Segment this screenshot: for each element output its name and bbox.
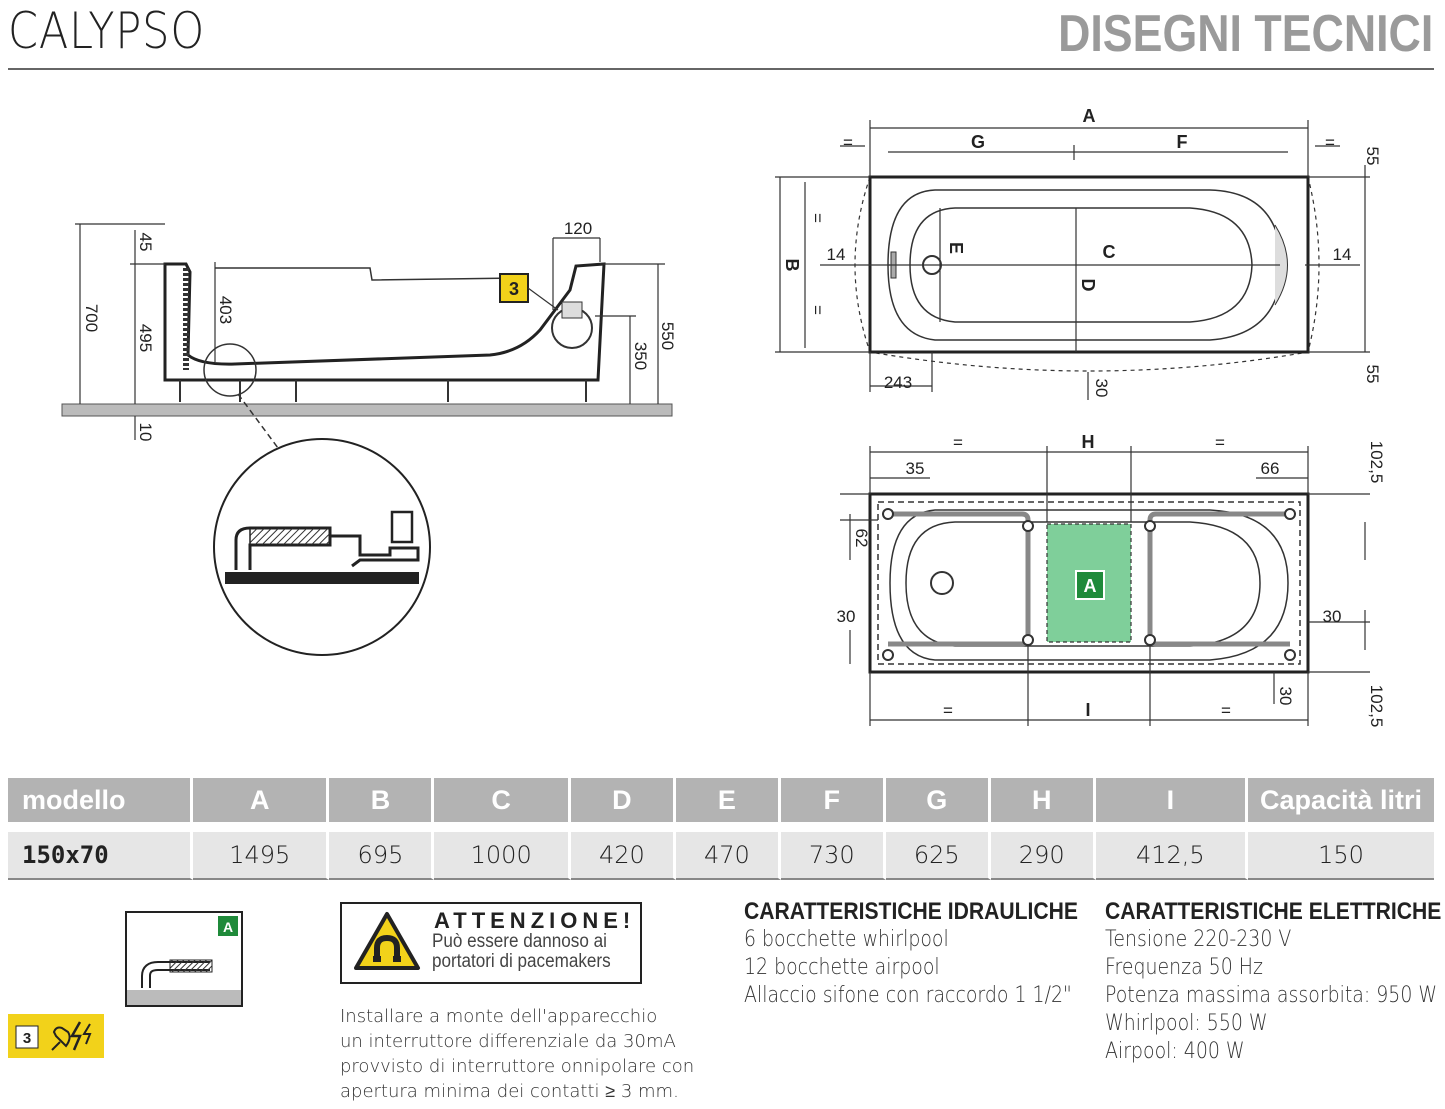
warning-title: ATTENZIONE!: [434, 908, 636, 933]
electric-line: Tensione 220-230 V: [1105, 927, 1292, 952]
warning-text-line1: Può essere dannoso ai: [432, 931, 607, 952]
side-view-drawing: 700 45 495 403 120 550 350 10 3: [61, 219, 677, 656]
col-header-G: G: [885, 778, 991, 822]
dim-B: B: [782, 259, 802, 272]
table-header-row: modello A B C D E F G H I Capacità litri: [8, 778, 1434, 822]
dim-550: 550: [658, 322, 677, 350]
col-header-I: I: [1095, 778, 1248, 822]
legend-badge-a: [218, 916, 238, 936]
cell-model: 150x70: [8, 822, 193, 880]
col-header-capacity: Capacità litri: [1248, 778, 1434, 822]
dim-102-top: 102,5: [1367, 441, 1386, 484]
col-header-B: B: [329, 778, 435, 822]
col-header-E: E: [675, 778, 781, 822]
dim-H: H: [1082, 432, 1095, 452]
cell-C: 1000: [434, 822, 571, 880]
dim-55-bottom: 55: [1363, 365, 1382, 384]
legend-badge-a-label: A: [223, 919, 233, 935]
magnet-warning-icon: [354, 912, 420, 970]
col-header-A: A: [193, 778, 330, 822]
warning-text-line2: portatori di pacemakers: [432, 951, 611, 972]
electric-line: Airpool: 400 W: [1105, 1039, 1245, 1064]
warning-box: [340, 902, 642, 984]
dim-66: 66: [1261, 459, 1280, 478]
dim-30-right: 30: [1323, 607, 1342, 626]
col-header-modello: modello: [8, 778, 193, 822]
col-header-C: C: [434, 778, 571, 822]
dim-equal-frame-bl: =: [943, 701, 953, 720]
electrical-badge: [499, 273, 529, 303]
support-badge: [1075, 570, 1105, 600]
legend-badge-3-label: 3: [23, 1030, 31, 1047]
cell-A: 1495: [193, 822, 330, 880]
hydraulic-line: 12 bocchette airpool: [744, 955, 940, 980]
col-header-F: F: [780, 778, 886, 822]
plug-lightning-icon: [51, 1021, 92, 1051]
dim-equal-frame-br: =: [1221, 701, 1231, 720]
dim-I: I: [1085, 700, 1090, 720]
cell-D: 420: [570, 822, 676, 880]
dim-55-top: 55: [1363, 147, 1382, 166]
dim-F: F: [1177, 132, 1188, 152]
cell-G: 625: [885, 822, 991, 880]
hydraulic-title: CARATTERISTICHE IDRAULICHE: [744, 898, 1079, 925]
dim-45: 45: [136, 233, 155, 252]
electrical-badge-label: 3: [509, 279, 519, 299]
dim-495: 495: [136, 324, 155, 352]
dim-35: 35: [906, 459, 925, 478]
dim-equal-frame-right: =: [1215, 433, 1225, 452]
col-header-H: H: [990, 778, 1096, 822]
dim-14-right: 14: [1333, 245, 1352, 264]
cell-B: 695: [329, 822, 435, 880]
dim-243: 243: [884, 373, 912, 392]
hydraulic-line: 6 bocchette whirlpool: [744, 927, 949, 952]
legend-icons: A 3: [8, 911, 243, 1058]
dim-350: 350: [631, 342, 650, 370]
dim-700: 700: [82, 304, 101, 332]
dim-equal-frame-left: =: [953, 433, 963, 452]
dim-equal-left: =: [843, 133, 853, 152]
dim-A: A: [1083, 106, 1096, 126]
dim-D: D: [1078, 279, 1098, 292]
dim-14-left: 14: [827, 245, 846, 264]
install-note-line4: apertura minima dei contatti ≥ 3 mm.: [340, 1081, 679, 1102]
install-note-line1: Installare a monte dell'apparecchio: [340, 1006, 658, 1027]
dim-62: 62: [852, 529, 871, 548]
brand-name: CALYPSO: [8, 2, 206, 60]
spec-table: modello A B C D E F G H I Capacità litri…: [8, 778, 1434, 880]
top-view-drawing: A G F = = B = = C D E 14 14 55 55 243 30…: [775, 106, 1386, 728]
dim-equal-bottom: =: [808, 305, 827, 315]
install-note-line2: un interruttore differenziale da 30mA: [340, 1031, 676, 1052]
dim-30-left: 30: [837, 607, 856, 626]
col-header-D: D: [570, 778, 676, 822]
dim-10: 10: [136, 423, 155, 442]
dim-120: 120: [564, 219, 592, 238]
dim-equal-top: =: [808, 213, 827, 223]
dim-G: G: [971, 132, 985, 152]
cell-E: 470: [675, 822, 781, 880]
dim-102-bottom: 102,5: [1367, 685, 1386, 728]
page-title: DISEGNI TECNICI: [1057, 5, 1433, 63]
electric-line: Whirlpool: 550 W: [1105, 1011, 1268, 1036]
hydraulic-line: Allaccio sifone con raccordo 1 1/2": [744, 983, 1072, 1008]
electric-line: Frequenza 50 Hz: [1105, 955, 1263, 980]
dim-E: E: [946, 242, 966, 254]
dim-403: 403: [216, 296, 235, 324]
dim-30-bottom: 30: [1276, 687, 1295, 706]
electric-line: Potenza massima assorbita: 950 W: [1105, 983, 1438, 1008]
cell-I: 412,5: [1095, 822, 1248, 880]
header-divider: [8, 68, 1434, 70]
dim-equal-right: =: [1325, 133, 1335, 152]
dim-C: C: [1103, 242, 1116, 262]
table-row: 150x70 1495 695 1000 420 470 730 625 290…: [8, 822, 1434, 880]
dim-30: 30: [1092, 379, 1111, 398]
cell-F: 730: [780, 822, 886, 880]
support-badge-label: A: [1084, 576, 1097, 596]
electric-title: CARATTERISTICHE ELETTRICHE: [1105, 898, 1442, 925]
cell-H: 290: [990, 822, 1096, 880]
install-note-line3: provvisto di interruttore onnipolare con: [340, 1056, 695, 1077]
cell-capacity: 150: [1248, 822, 1434, 880]
